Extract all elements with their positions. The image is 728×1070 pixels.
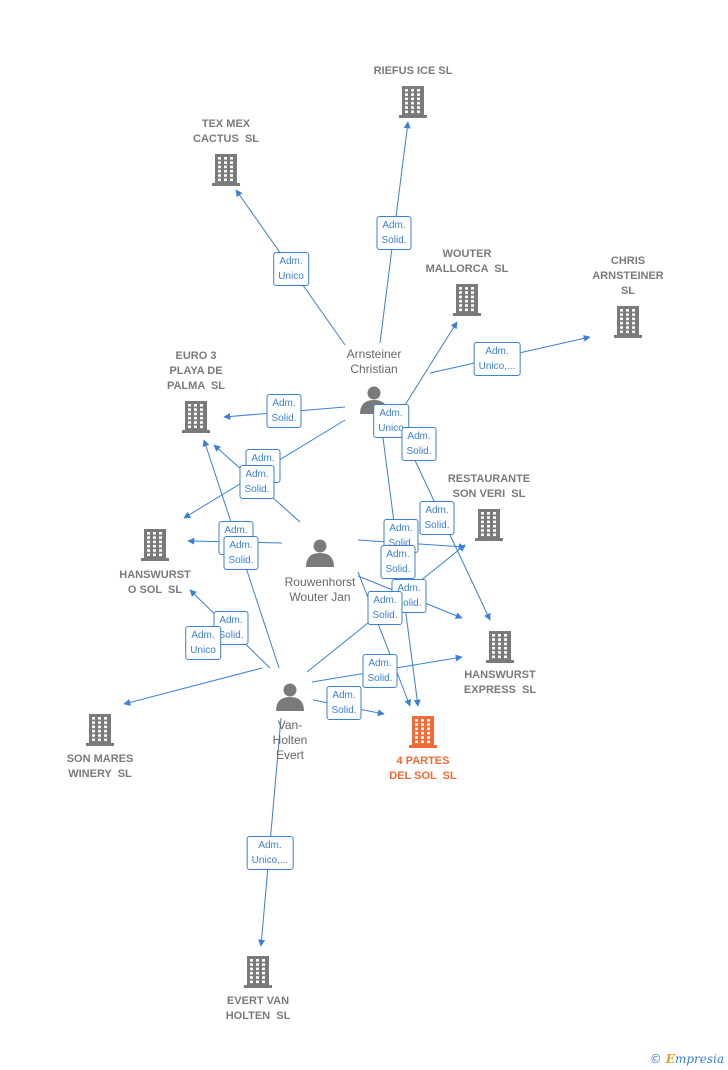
company-label-riefus[interactable]: RIEFUS ICE SL (373, 65, 453, 77)
edge-label-vanholten-evert[interactable]: Adm. Unico,... (246, 836, 294, 870)
edge-label-arnsteiner-euro3[interactable]: Adm. Solid. (266, 394, 302, 428)
edge-label-vanholten-partes[interactable]: Adm. Solid. (326, 686, 362, 720)
copyright-symbol: © (649, 1052, 662, 1066)
company-label-restaurante[interactable]: RESTAURANTE SON VERI SL (447, 473, 531, 500)
edge-rouwen-partes (357, 571, 411, 707)
person-label-arnsteiner[interactable]: Arnsteiner Christian (346, 347, 402, 376)
company-label-partes[interactable]: 4 PARTES DEL SOL SL (389, 755, 457, 782)
edge-label-rouwen-hansexp[interactable]: Adm. Solid. (380, 545, 416, 579)
edge-label-rouwen-euro3[interactable]: Adm. Solid. (239, 465, 275, 499)
company-wouter-building-icon[interactable] (453, 284, 481, 316)
edge-label-vanholten-hansexp[interactable]: Adm. Solid. (362, 654, 398, 688)
brand-initial: E (665, 1052, 675, 1066)
company-restaurante-building-icon[interactable] (475, 509, 503, 541)
company-chris-building-icon[interactable] (614, 306, 642, 338)
company-label-hanso[interactable]: HANSWURST O SOL SL (119, 569, 191, 596)
edge-arnsteiner-wouter (404, 321, 458, 406)
company-label-euro3[interactable]: EURO 3 PLAYA DE PALMA SL (166, 350, 226, 392)
edges-layer (123, 121, 591, 947)
company-texmex-building-icon[interactable] (212, 154, 240, 186)
company-sonmares-building-icon[interactable] (86, 714, 114, 746)
company-label-chris[interactable]: CHRIS ARNSTEINER SL (592, 255, 664, 297)
edge-label-arnsteiner-riefus[interactable]: Adm. Solid. (376, 216, 412, 250)
company-label-evert[interactable]: EVERT VAN HOLTEN SL (225, 995, 291, 1022)
edge-label-arnsteiner-partes[interactable]: Adm. Solid. (419, 501, 455, 535)
company-label-texmex[interactable]: TEX MEX CACTUS SL (193, 118, 259, 145)
company-label-hansexp[interactable]: HANSWURST EXPRESS SL (463, 669, 537, 696)
edge-label-vanholten-euro3[interactable]: Adm. Solid. (223, 536, 259, 570)
edge-label-vanholten-sonmares[interactable]: Adm. Unico (185, 626, 221, 660)
brand-name[interactable]: mpresia (674, 1052, 724, 1066)
company-hansexp-building-icon[interactable] (486, 631, 514, 663)
person-rouwen-person-icon[interactable] (306, 539, 334, 568)
company-label-wouter[interactable]: WOUTER MALLORCA SL (425, 248, 509, 275)
company-partes-building-icon[interactable] (409, 716, 437, 748)
edge-label-arnsteiner-chris[interactable]: Adm. Unico,... (473, 342, 521, 376)
edge-vanholten-sonmares (123, 667, 263, 706)
company-riefus-building-icon[interactable] (399, 86, 427, 118)
person-label-vanholten[interactable]: Van- Holten Evert (272, 718, 308, 762)
nodes-layer (86, 86, 642, 988)
company-evert-building-icon[interactable] (244, 956, 272, 988)
company-hanso-building-icon[interactable] (141, 529, 169, 561)
edge-label-arnsteiner-hansexp[interactable]: Adm. Solid. (401, 427, 437, 461)
company-euro3-building-icon[interactable] (182, 401, 210, 433)
copyright: ©Empresia (650, 1052, 724, 1066)
edge-label-vanholten-restaurante[interactable]: Adm. Solid. (367, 591, 403, 625)
company-label-sonmares[interactable]: SON MARES WINERY SL (66, 753, 134, 780)
person-vanholten-person-icon[interactable] (276, 683, 304, 712)
edge-vanholten-evert (258, 717, 282, 947)
edge-label-arnsteiner-texmex[interactable]: Adm. Unico (273, 252, 309, 286)
person-label-rouwen[interactable]: Rouwenhorst Wouter Jan (284, 575, 356, 604)
